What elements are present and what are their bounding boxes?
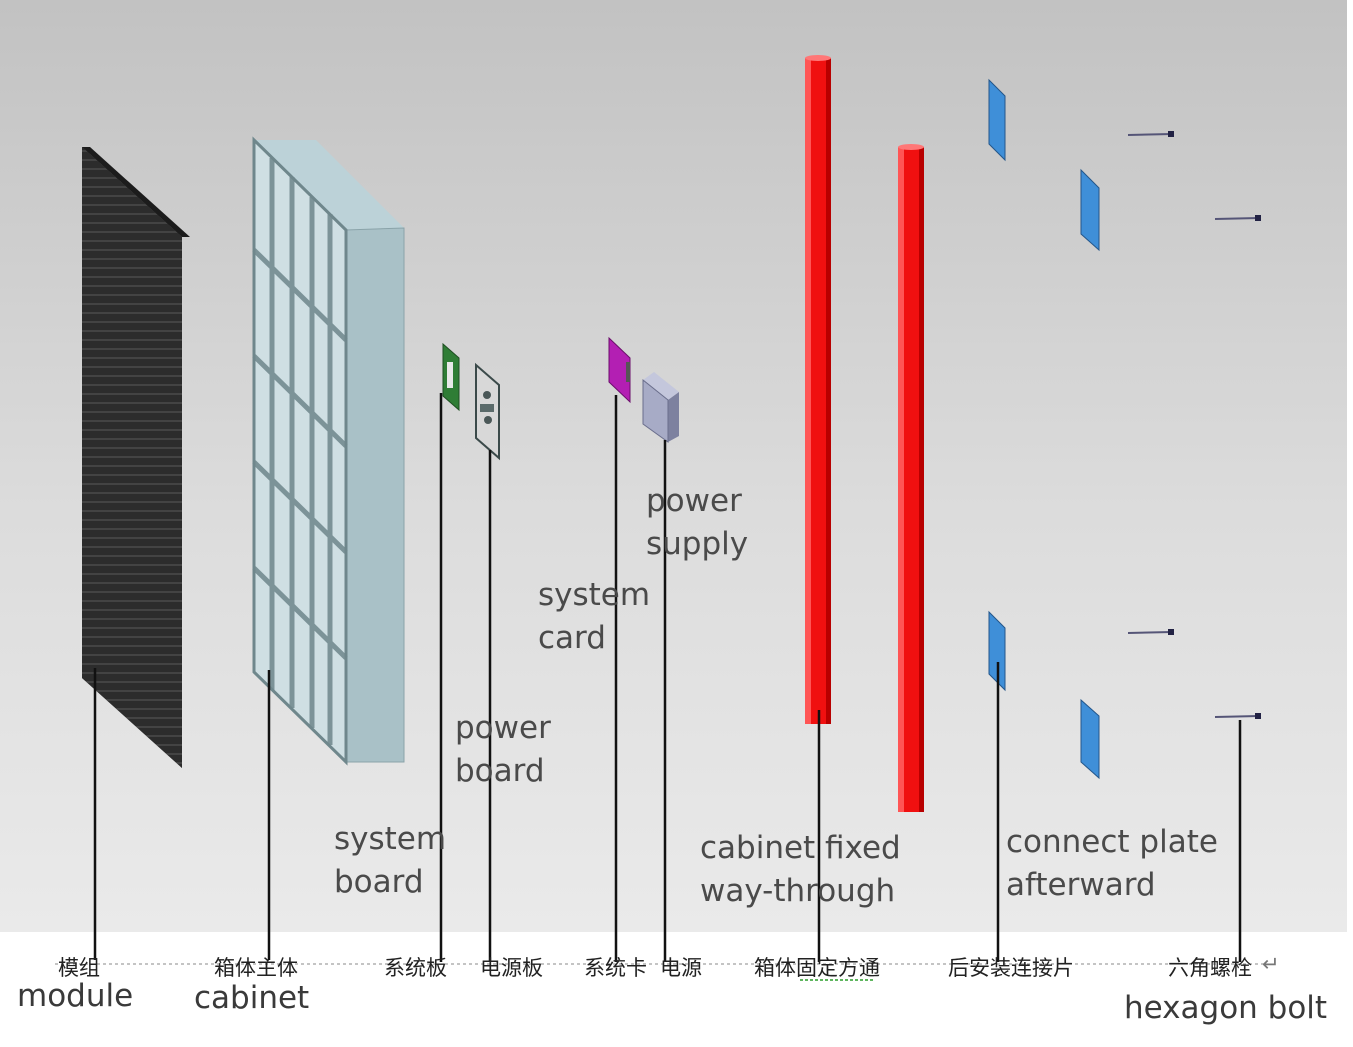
module-part bbox=[82, 147, 190, 768]
label-en-system-board: system board bbox=[334, 821, 447, 900]
label-zh-system-board: 系统板 bbox=[384, 956, 447, 980]
label-zh-cabinet: 箱体主体 bbox=[214, 956, 298, 980]
hexagon-bolt-part bbox=[1127, 133, 1260, 718]
label-zh-system-card: 系统卡 bbox=[584, 956, 647, 980]
connect-plate-part bbox=[988, 78, 1100, 780]
label-en-hexagon-bolt: hexagon bolt bbox=[1124, 990, 1328, 1026]
return-mark: ↵ bbox=[1262, 952, 1280, 976]
label-en-connect-plate: connect plate afterward bbox=[1006, 824, 1218, 903]
label-en-fixed-way-through: cabinet fixed way-through bbox=[700, 830, 901, 909]
label-en-cabinet: cabinet bbox=[194, 980, 310, 1016]
label-zh-module: 模组 bbox=[58, 956, 100, 980]
power-supply-part bbox=[642, 372, 679, 443]
leader-lines bbox=[93, 393, 1242, 962]
label-zh-hexagon-bolt: 六角螺栓 bbox=[1168, 956, 1252, 980]
label-en-module: module bbox=[17, 978, 134, 1014]
label-zh-power-board: 电源板 bbox=[480, 956, 543, 980]
render-background bbox=[0, 0, 1347, 932]
fixed-tube-part bbox=[805, 55, 831, 724]
system-board-part bbox=[442, 342, 460, 412]
label-en-power-supply: power supply bbox=[646, 483, 749, 562]
label-zh-fixed-way-through: 箱体固定方通 bbox=[754, 956, 880, 980]
label-zh-connect-plate: 后安装连接片 bbox=[948, 956, 1074, 980]
system-card-part bbox=[608, 336, 631, 404]
cabinet-part bbox=[252, 136, 405, 766]
label-en-system-card: system card bbox=[538, 577, 651, 656]
label-en-power-board: power board bbox=[455, 710, 551, 789]
label-zh-power-supply: 电源 bbox=[660, 956, 702, 980]
power-board-part bbox=[475, 362, 500, 461]
fixed-tube-part-2 bbox=[898, 144, 924, 812]
